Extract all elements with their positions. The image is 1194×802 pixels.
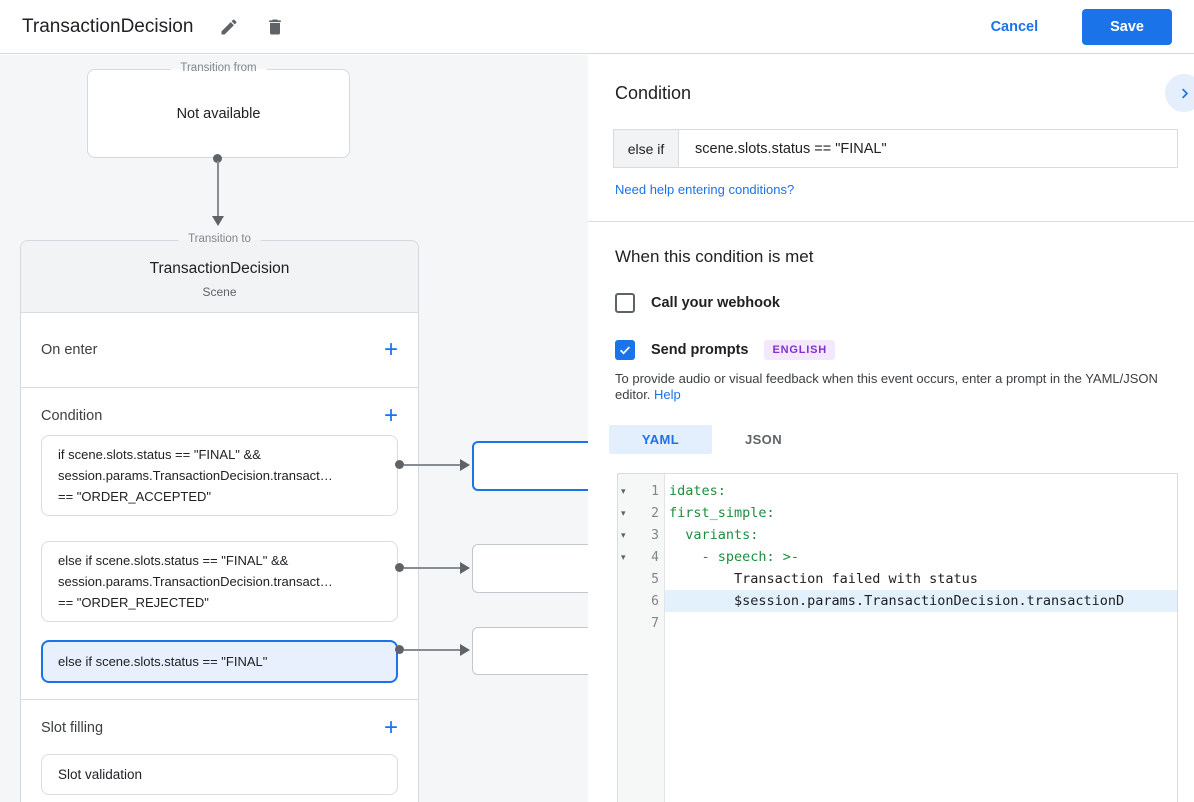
on-enter-label: On enter [41,342,98,358]
condition-expression-input[interactable]: scene.slots.status == "FINAL" [679,129,1178,168]
top-bar: TransactionDecision Cancel Save [0,0,1194,54]
condition-line: else if scene.slots.status == "FINAL" [58,654,268,669]
code-line[interactable]: idates: [669,483,726,499]
code-line[interactable]: Transaction failed with status [669,571,978,587]
panel-title: Condition [615,83,692,103]
scene-subtitle: Scene [202,285,237,299]
line-number: 2 [651,505,659,521]
connector-dot [395,563,404,572]
line-number: 7 [651,615,659,631]
code-line[interactable] [665,612,1177,634]
send-prompts-label: Send prompts [651,342,749,358]
line-number: 6 [651,593,659,609]
code-area[interactable]: idates: first_simple: variants: - speech… [665,474,1177,802]
prompt-helper-text: To provide audio or visual feedback when… [615,371,1167,403]
code-line-highlighted[interactable]: $session.params.TransactionDecision.tran… [665,590,1177,612]
flow-canvas: Transition from Not available Transition… [0,55,588,802]
condition-line: session.params.TransactionDecision.trans… [58,574,333,589]
target-node[interactable] [472,544,588,593]
arrow-right-icon [460,562,470,574]
condition-section: Condition + if scene.slots.status == "FI… [21,388,418,700]
page-title: TransactionDecision [22,15,194,37]
slot-validation-card[interactable]: Slot validation [41,754,398,795]
code-line[interactable]: first_simple: [669,505,775,521]
check-icon [620,346,631,355]
transition-from-legend: Transition from [170,62,267,74]
slot-filling-section: Slot filling + Slot validation [21,700,418,802]
yaml-code-editor[interactable]: ▾ 1 ▾ 2 ▾ 3 ▾ 4 5 6 7 idates: first_simple: … [617,473,1178,802]
connector-line [404,464,460,466]
condition-prefix-label: else if [613,129,679,168]
condition-line: == "ORDER_ACCEPTED" [58,489,211,504]
slot-filling-label: Slot filling [41,720,104,736]
when-met-title: When this condition is met [615,247,814,266]
call-webhook-checkbox[interactable] [615,293,635,313]
arrow-right-icon [460,459,470,471]
connector-line [404,649,460,651]
condition-line: if scene.slots.status == "FINAL" && [58,447,261,462]
add-on-enter-button[interactable]: + [383,336,398,363]
help-link[interactable]: Help [654,387,681,402]
connector-dot [395,645,404,654]
fold-arrow-icon[interactable]: ▾ [621,485,626,496]
scene-header[interactable]: TransactionDecision Scene [21,241,418,313]
line-number: 5 [651,571,659,587]
line-number: 3 [651,527,659,543]
tab-yaml[interactable]: YAML [609,425,712,454]
condition-card-order-accepted[interactable]: if scene.slots.status == "FINAL" && sess… [41,435,398,516]
send-prompts-row: Send prompts ENGLISH [615,340,1167,360]
editor-gutter: ▾ 1 ▾ 2 ▾ 3 ▾ 4 5 6 7 [618,474,665,802]
code-line[interactable]: - speech: >- [669,549,800,565]
target-node-selected[interactable] [472,441,588,491]
target-node[interactable] [472,627,588,675]
divider [588,221,1194,222]
condition-section-label: Condition [41,408,103,424]
edit-pencil-icon[interactable] [219,17,239,37]
chevron-right-icon [1181,88,1188,98]
send-prompts-checkbox[interactable] [615,340,635,360]
line-number: 1 [651,483,659,499]
when-condition-met-section: When this condition is met Call your web… [588,247,1194,454]
add-slot-button[interactable]: + [383,714,398,741]
arrow-right-icon [460,644,470,656]
tab-json[interactable]: JSON [744,432,782,447]
language-badge: ENGLISH [764,340,835,360]
collapse-panel-button[interactable] [1165,74,1194,112]
line-number: 4 [651,549,659,565]
condition-expression-row: else if scene.slots.status == "FINAL" [613,129,1178,168]
helper-text: To provide audio or visual feedback when… [615,371,1158,402]
webhook-row: Call your webhook [615,293,1167,313]
condition-line: session.params.TransactionDecision.trans… [58,468,333,483]
connector-line [217,161,219,216]
condition-line: == "ORDER_REJECTED" [58,595,209,610]
save-button[interactable]: Save [1082,8,1172,45]
fold-arrow-icon[interactable]: ▾ [621,529,626,540]
conditions-help-link[interactable]: Need help entering conditions? [615,182,795,197]
cancel-button[interactable]: Cancel [985,18,1045,36]
on-enter-section: On enter + [21,313,418,388]
editor-tabs: YAML JSON [609,425,1167,454]
fold-arrow-icon[interactable]: ▾ [621,507,626,518]
call-webhook-label: Call your webhook [651,295,780,311]
connector-line [404,567,460,569]
condition-card-order-rejected[interactable]: else if scene.slots.status == "FINAL" &&… [41,541,398,622]
transition-from-box[interactable]: Transition from Not available [87,62,350,158]
transition-to-legend: Transition to [178,233,261,245]
code-line[interactable]: variants: [669,527,759,543]
condition-card-final-selected[interactable]: else if scene.slots.status == "FINAL" [41,640,398,683]
transition-from-content: Not available [176,105,261,122]
connector-dot [213,154,222,163]
delete-trash-icon[interactable] [265,17,285,37]
scene-title: TransactionDecision [149,260,290,277]
fold-arrow-icon[interactable]: ▾ [621,551,626,562]
arrow-down-icon [212,216,224,226]
transition-to-box: Transition to TransactionDecision Scene … [20,233,419,802]
connector-dot [395,460,404,469]
condition-detail-panel: Condition else if scene.slots.status == … [588,55,1194,802]
condition-line: else if scene.slots.status == "FINAL" && [58,553,289,568]
add-condition-button[interactable]: + [383,402,398,429]
